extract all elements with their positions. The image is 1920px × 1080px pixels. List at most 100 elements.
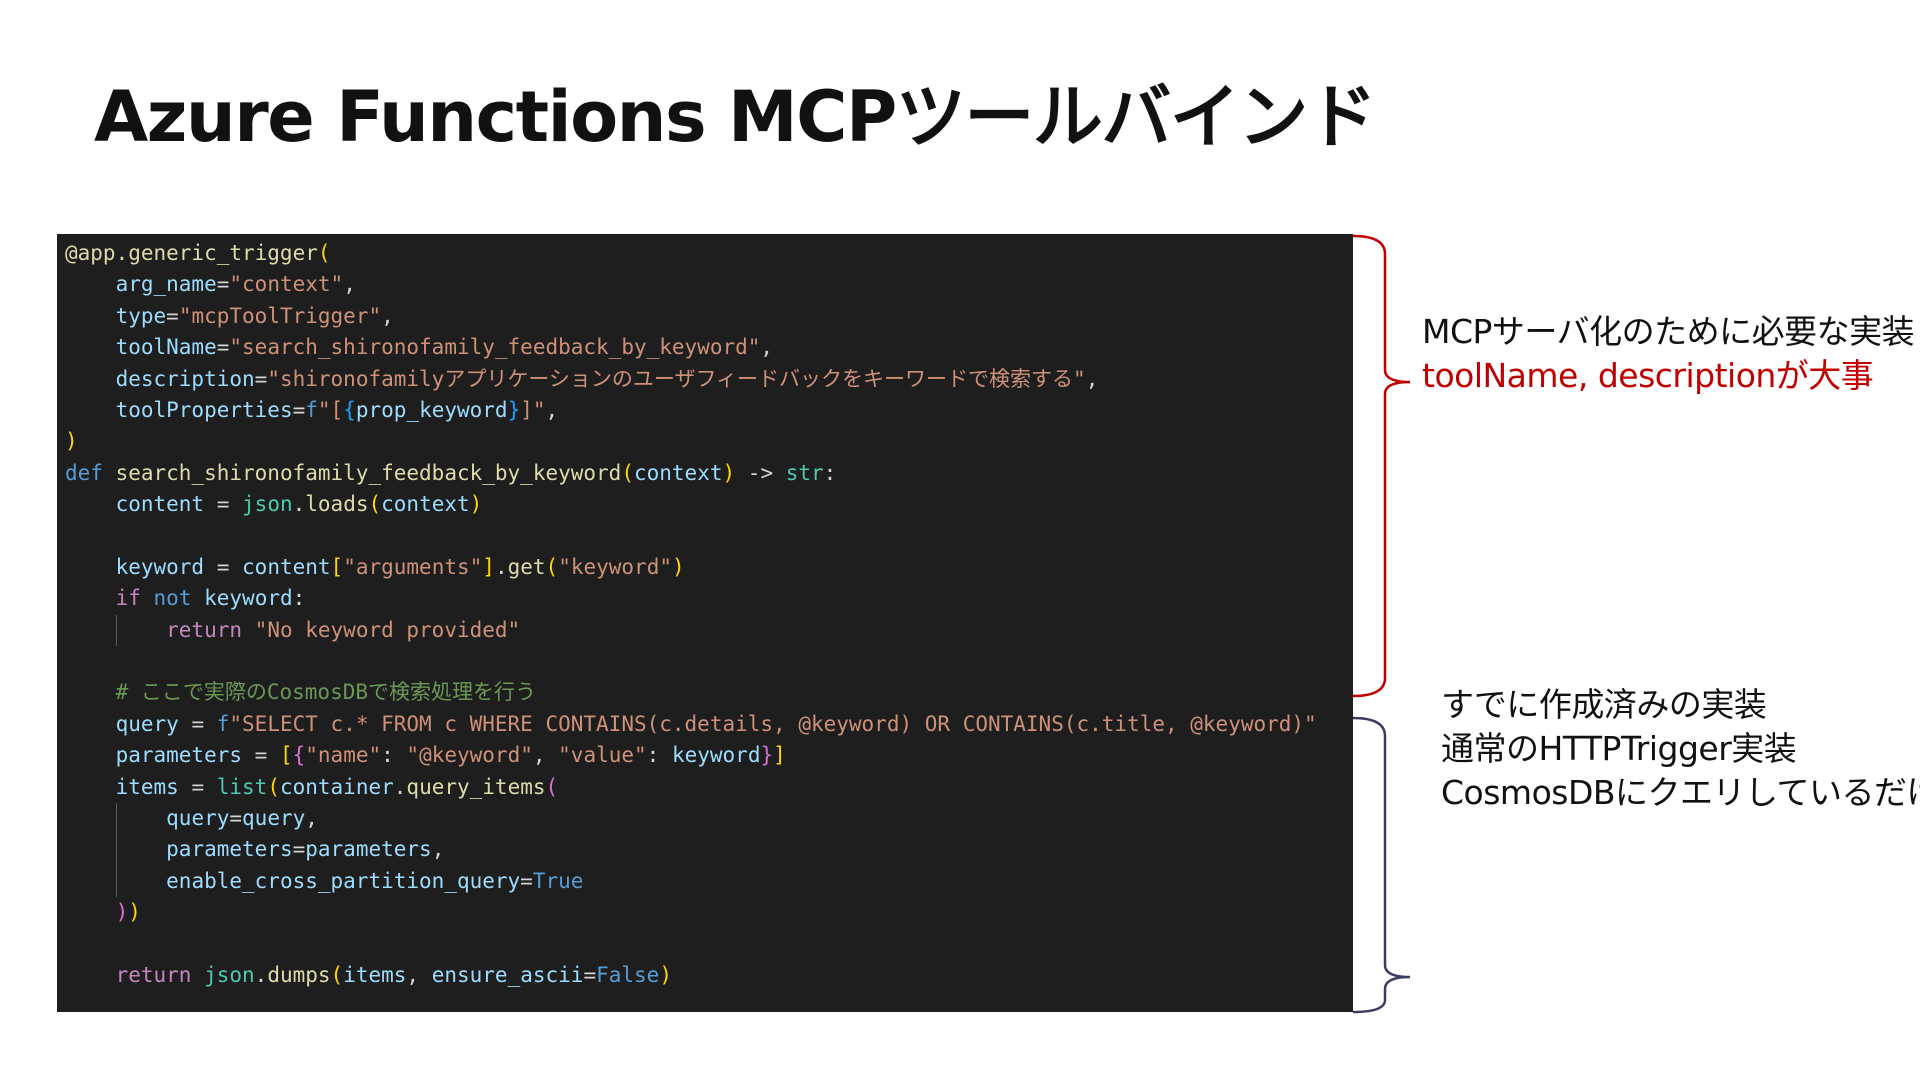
code-line: keyword = content["arguments"].get("keyw… <box>65 552 1353 583</box>
code-token: enable_cross_partition_query <box>166 868 521 893</box>
code-token: keyword <box>671 743 761 768</box>
code-token: ) <box>469 492 483 517</box>
code-token: search_shironofamily_feedback_by_keyword <box>115 460 622 485</box>
code-token: context <box>381 492 470 517</box>
code-line: query=query, <box>65 803 1353 835</box>
code-token: str <box>785 460 824 485</box>
code-token: loads <box>305 492 369 517</box>
code-line <box>65 646 1353 677</box>
code-token: = <box>583 962 597 987</box>
code-token: = <box>204 492 243 517</box>
code-token: get <box>507 554 546 579</box>
code-token: , <box>545 397 559 422</box>
top-bracket <box>1352 234 1411 698</box>
code-token: "arguments" <box>343 554 483 579</box>
bracket-annotations <box>1352 234 1411 1014</box>
code-token: -> <box>735 460 786 485</box>
code-line: )) <box>65 897 1353 928</box>
code-token: items <box>343 962 407 987</box>
code-token: "No keyword provided" <box>254 617 521 642</box>
code-token: "search_shironofamily_feedback_by_keywor… <box>229 335 761 360</box>
annotation-existing-line3: CosmosDBにクエリしているだけ <box>1441 773 1920 812</box>
code-token: @app.generic_trigger <box>65 241 318 265</box>
code-token: = <box>292 397 306 422</box>
code-line: toolProperties=f"[{prop_keyword}]", <box>65 395 1353 426</box>
code-token: : <box>381 743 407 768</box>
code-token: "name" <box>305 743 382 768</box>
code-token: = <box>216 272 230 297</box>
code-token: return <box>166 617 243 642</box>
code-token: f <box>305 397 318 422</box>
code-token: "value" <box>558 743 647 768</box>
code-token: def <box>65 460 103 485</box>
code-token: , <box>1085 366 1099 391</box>
code-line: enable_cross_partition_query=True <box>65 865 1353 898</box>
code-token: json <box>204 962 255 987</box>
code-token: False <box>596 962 660 987</box>
code-token: ) <box>65 429 78 454</box>
bottom-bracket <box>1352 716 1411 1014</box>
code-token <box>103 461 116 485</box>
code-token <box>191 586 204 610</box>
code-token: = <box>216 335 230 360</box>
code-token: , <box>343 272 356 297</box>
code-line: return json.dumps(items, ensure_ascii=Fa… <box>65 960 1353 991</box>
code-line: toolName="search_shironofamily_feedback_… <box>65 332 1353 363</box>
code-line: query = f"SELECT c.* FROM c WHERE CONTAI… <box>65 709 1353 740</box>
code-token: ) <box>659 962 672 987</box>
annotation-required-line2: toolName, descriptionが大事 <box>1422 356 1874 395</box>
code-token: ) <box>671 554 685 579</box>
code-token: "SELECT c.* FROM c WHERE CONTAINS(c.deta… <box>229 711 1317 736</box>
code-token: items <box>115 774 179 799</box>
code-token <box>141 586 154 610</box>
code-token: f <box>216 711 230 736</box>
code-token: : <box>823 460 837 485</box>
code-token: ] <box>773 743 786 768</box>
code-token: ) <box>128 900 141 925</box>
indent-guide <box>115 834 117 866</box>
code-token: toolName <box>115 335 217 360</box>
code-token: . <box>494 554 508 579</box>
code-token: ) <box>115 900 129 925</box>
code-token: keyword <box>115 554 205 579</box>
code-line: items = list(container.query_items( <box>65 772 1353 803</box>
code-token: = <box>292 837 306 862</box>
code-token: "context" <box>229 272 344 297</box>
code-token: ] <box>482 554 495 579</box>
code-token: . <box>393 774 407 799</box>
code-token: ( <box>330 962 344 987</box>
code-token: if <box>115 586 141 611</box>
code-token: container <box>279 774 394 799</box>
code-token: type <box>115 303 167 328</box>
code-token: = <box>166 303 179 328</box>
code-line: content = json.loads(context) <box>65 489 1353 520</box>
code-token: , <box>532 743 559 768</box>
code-token: = <box>178 774 217 799</box>
code-token: { <box>343 397 356 422</box>
code-token: = <box>229 806 243 831</box>
code-token: = <box>204 554 243 579</box>
code-token: ( <box>317 241 331 265</box>
code-line: description="shironofamilyアプリケーションのユーザフィ… <box>65 364 1353 395</box>
code-token <box>242 618 255 642</box>
code-token: # ここで実際のCosmosDBで検索処理を行う <box>115 680 537 705</box>
code-token: ( <box>368 492 382 517</box>
code-token: content <box>115 492 205 517</box>
code-token: ( <box>267 774 280 799</box>
code-token: list <box>216 774 268 799</box>
code-line: # ここで実際のCosmosDBで検索処理を行う <box>65 677 1353 708</box>
code-token: = <box>242 743 280 768</box>
code-editor-panel: @app.generic_trigger( arg_name="context"… <box>57 234 1353 1012</box>
code-token: query <box>115 711 179 736</box>
code-line: arg_name="context", <box>65 269 1353 300</box>
code-line <box>65 929 1353 960</box>
code-token: keyword <box>204 586 293 611</box>
code-token: query <box>242 806 306 831</box>
annotation-existing-impl: すでに作成済みの実装 通常のHTTPTrigger実装 CosmosDBにクエリ… <box>1441 683 1920 815</box>
code-token: . <box>292 492 306 517</box>
code-token: query <box>166 806 230 831</box>
code-token: ( <box>545 774 559 799</box>
slide-title: Azure Functions MCPツールバインド <box>94 76 1377 158</box>
code-token: : <box>646 743 672 768</box>
code-token: : <box>292 586 306 611</box>
